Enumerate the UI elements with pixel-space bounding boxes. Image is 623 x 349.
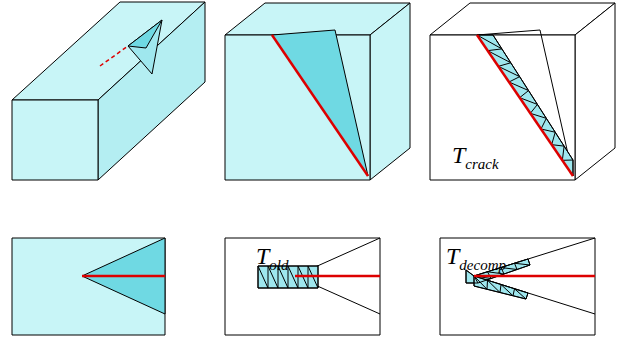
mesh-edge xyxy=(477,35,493,36)
cube-front xyxy=(430,35,575,180)
mesh-edge xyxy=(515,263,518,269)
crack-wedge xyxy=(82,238,165,314)
mesh-edge xyxy=(541,118,546,129)
mesh-edge xyxy=(528,259,530,265)
mesh-subscript: old xyxy=(269,257,288,273)
mesh-edge xyxy=(258,288,318,289)
crack-line xyxy=(477,35,573,176)
mesh-decomp xyxy=(474,276,528,299)
mesh-edge xyxy=(474,286,526,299)
section xyxy=(440,238,595,335)
crack-line xyxy=(295,275,380,278)
mesh-edge xyxy=(515,263,531,265)
crack-line xyxy=(272,35,368,176)
mesh-edge xyxy=(258,266,259,288)
mesh-edge xyxy=(530,104,537,113)
mesh-subscript: crack xyxy=(465,156,498,172)
mesh-edge xyxy=(526,293,528,299)
mesh-edge xyxy=(474,276,475,286)
crack-line xyxy=(474,275,595,278)
mesh-symbol: T xyxy=(256,243,269,269)
mesh-edge xyxy=(500,285,501,293)
mesh-edge xyxy=(562,146,564,160)
crack-outline xyxy=(477,30,573,176)
mesh-edge xyxy=(493,35,573,160)
section xyxy=(225,238,380,335)
crack-mesh xyxy=(477,35,573,176)
mesh-symbol: T xyxy=(446,243,459,269)
crack-wedge xyxy=(474,238,595,314)
mesh-edge xyxy=(498,63,510,67)
mesh-edge xyxy=(466,283,478,284)
crack-front xyxy=(100,46,128,66)
mesh-edge xyxy=(520,91,529,98)
crack-face xyxy=(272,30,368,176)
crack-notch-face xyxy=(128,20,162,48)
mesh-edge xyxy=(552,132,556,144)
mesh-edge xyxy=(268,266,269,288)
mesh-edge xyxy=(477,35,573,176)
mesh-label: Tdecomp xyxy=(446,244,506,268)
crack-mesh-edges xyxy=(477,35,573,176)
mesh-symbol: T xyxy=(452,142,465,168)
mesh-label: Tcrack xyxy=(452,143,499,167)
crack-notch xyxy=(128,20,162,74)
box-front xyxy=(12,100,98,180)
crack-wedge xyxy=(295,238,380,314)
mesh-edge xyxy=(487,280,489,289)
cube-side xyxy=(370,3,410,180)
mesh-edge xyxy=(513,289,515,296)
mesh-edge xyxy=(258,266,268,288)
mesh-label: Told xyxy=(256,244,289,268)
section xyxy=(12,238,165,335)
mesh-subscript: decomp xyxy=(459,257,506,273)
cube-side xyxy=(575,3,615,180)
mesh-edge xyxy=(509,77,520,82)
mesh-edge xyxy=(474,276,528,293)
crack-line xyxy=(82,275,165,278)
mesh-edge xyxy=(488,49,502,51)
box-side xyxy=(98,2,205,180)
